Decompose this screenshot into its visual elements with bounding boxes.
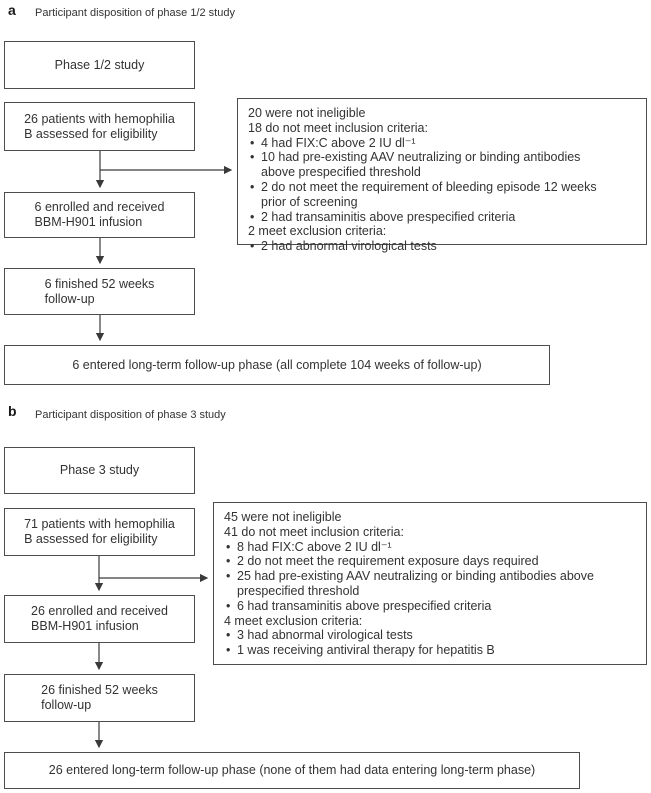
box-b-phase: Phase 3 study: [4, 447, 195, 494]
box-b-enrolled-text: 26 enrolled and received BBM-H901 infusi…: [31, 604, 168, 633]
box-b-phase-text: Phase 3 study: [59, 463, 140, 477]
exclusion-line: 2 do not meet the requirement of bleedin…: [248, 180, 636, 210]
exclusion-line: 10 had pre-existing AAV neutralizing or …: [248, 150, 636, 180]
box-a-assessed-text: 26 patients with hemophilia B assessed f…: [24, 111, 175, 141]
exclusion-line: 2 had abnormal virological tests: [248, 239, 636, 254]
exclusion-line: 25 had pre-existing AAV neutralizing or …: [224, 569, 636, 599]
exclusion-line: 4 meet exclusion criteria:: [224, 613, 363, 628]
exclusion-line: 20 were not ineligible: [248, 106, 366, 120]
exclusion-line: 45 were not ineligible: [224, 510, 342, 524]
exclusion-line: 2 had transaminitis above prespecified c…: [248, 210, 636, 225]
box-a-enrolled-text: 6 enrolled and received BBM-H901 infusio…: [34, 200, 165, 229]
box-a-longterm-text: 6 entered long-term follow-up phase (all…: [72, 357, 482, 372]
panel-b-title: Participant disposition of phase 3 study: [35, 409, 226, 421]
panel-b-letter: b: [8, 403, 17, 419]
exclusion-line: 1 was receiving antiviral therapy for he…: [224, 643, 636, 658]
exclusion-line: 2 meet exclusion criteria:: [248, 224, 387, 239]
box-a-exclusions: 20 were not ineligible 18 do not meet in…: [237, 98, 647, 254]
exclusion-line: 3 had abnormal virological tests: [224, 628, 636, 643]
box-b-exclusions: 45 were not ineligible 41 do not meet in…: [213, 502, 647, 665]
box-b-assessed: 71 patients with hemophilia B assessed f…: [4, 508, 195, 556]
exclusion-line: 18 do not meet inclusion criteria:: [248, 120, 428, 135]
box-b-enrolled: 26 enrolled and received BBM-H901 infusi…: [4, 595, 195, 643]
box-b-assessed-text: 71 patients with hemophilia B assessed f…: [24, 517, 175, 546]
box-a-assessed: 26 patients with hemophilia B assessed f…: [4, 102, 195, 151]
box-b-finished: 26 finished 52 weeks follow-up: [4, 674, 195, 722]
box-b-finished-text: 26 finished 52 weeks follow-up: [41, 683, 158, 712]
box-b-longterm: 26 entered long-term follow-up phase (no…: [4, 752, 580, 789]
box-b-longterm-text: 26 entered long-term follow-up phase (no…: [48, 763, 536, 777]
box-a-phase-text: Phase 1/2 study: [54, 57, 145, 72]
panel-a-letter: a: [8, 2, 16, 18]
box-a-finished: 6 finished 52 weeks follow-up: [4, 268, 195, 315]
box-a-longterm: 6 entered long-term follow-up phase (all…: [4, 345, 550, 385]
exclusion-line: 6 had transaminitis above prespecified c…: [224, 599, 636, 614]
exclusion-line: 8 had FIX:C above 2 IU dl⁻¹: [224, 540, 636, 555]
box-a-phase: Phase 1/2 study: [4, 41, 195, 89]
box-a-enrolled: 6 enrolled and received BBM-H901 infusio…: [4, 192, 195, 238]
exclusion-line: 4 had FIX:C above 2 IU dl⁻¹: [248, 136, 636, 151]
exclusion-line: 41 do not meet inclusion criteria:: [224, 524, 404, 539]
panel-a-title: Participant disposition of phase 1/2 stu…: [35, 7, 235, 19]
box-a-finished-text: 6 finished 52 weeks follow-up: [44, 276, 155, 306]
exclusion-line: 2 do not meet the requirement exposure d…: [224, 554, 636, 569]
